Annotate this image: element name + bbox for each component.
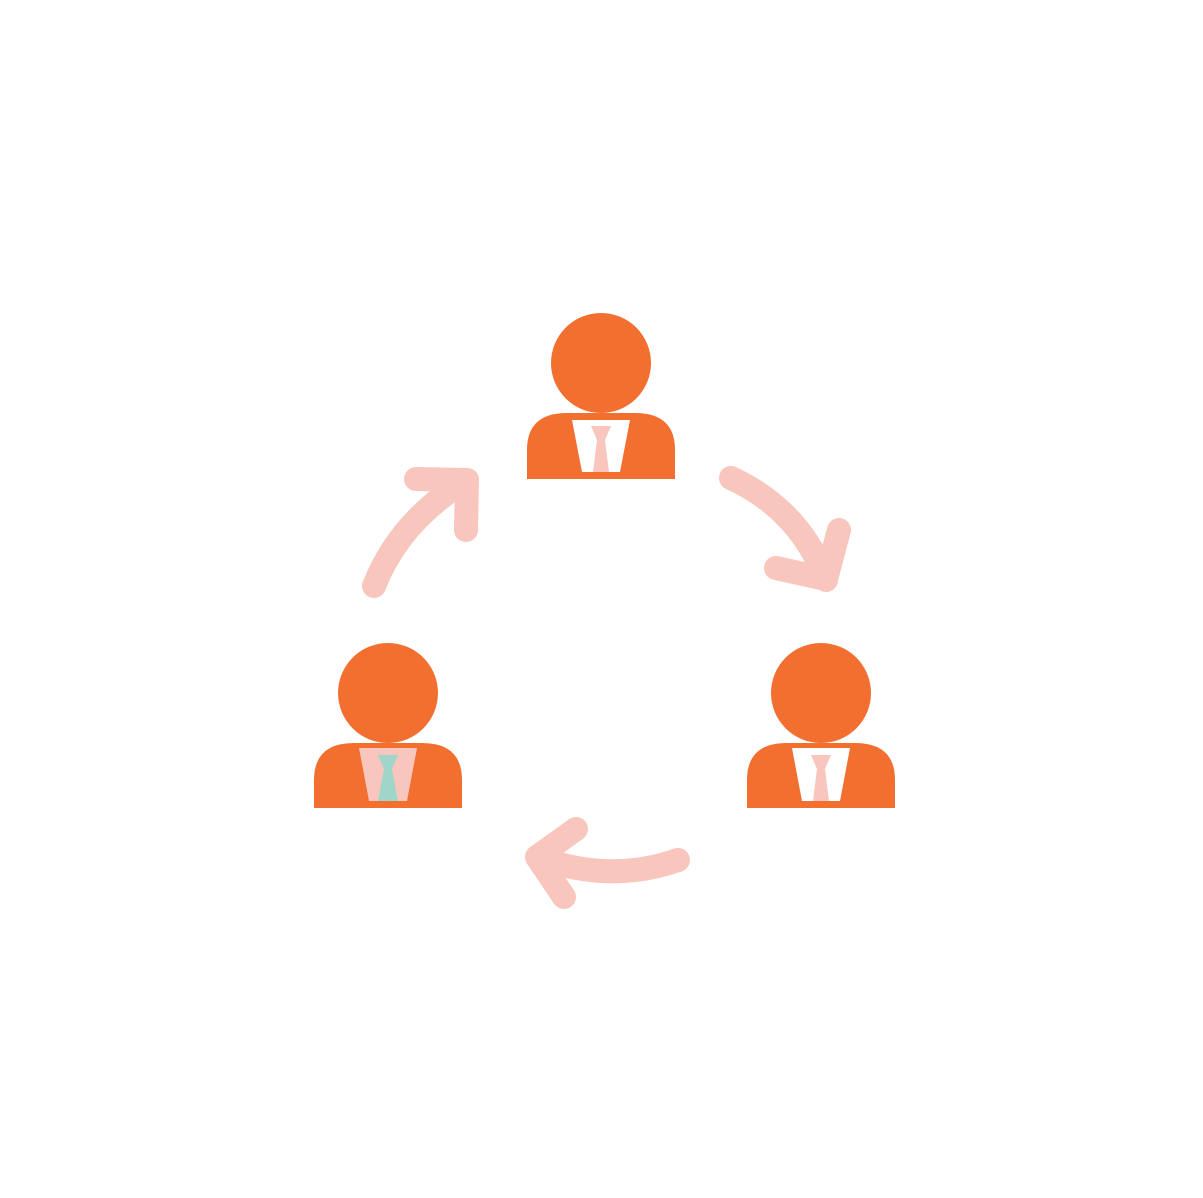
arrow-left-to-top-head bbox=[404, 467, 479, 542]
arrow-left-to-top bbox=[362, 467, 479, 598]
person-icon bbox=[527, 313, 675, 479]
tie bbox=[378, 755, 398, 801]
arrow-left-to-top-shaft bbox=[362, 468, 479, 598]
arrow-top-to-right bbox=[719, 466, 851, 592]
person-icon bbox=[314, 643, 462, 808]
person-head bbox=[771, 643, 871, 743]
person-head bbox=[338, 643, 438, 743]
arrow-right-to-left-head bbox=[525, 817, 588, 909]
arrow-top-to-right-head bbox=[764, 518, 851, 591]
person-right bbox=[747, 643, 895, 808]
person-left bbox=[314, 643, 462, 808]
person-top bbox=[527, 313, 675, 479]
tie bbox=[591, 426, 611, 472]
person-head bbox=[551, 313, 651, 413]
tie bbox=[811, 755, 831, 801]
person-icon bbox=[747, 643, 895, 808]
arrow-right-to-left bbox=[525, 817, 690, 909]
